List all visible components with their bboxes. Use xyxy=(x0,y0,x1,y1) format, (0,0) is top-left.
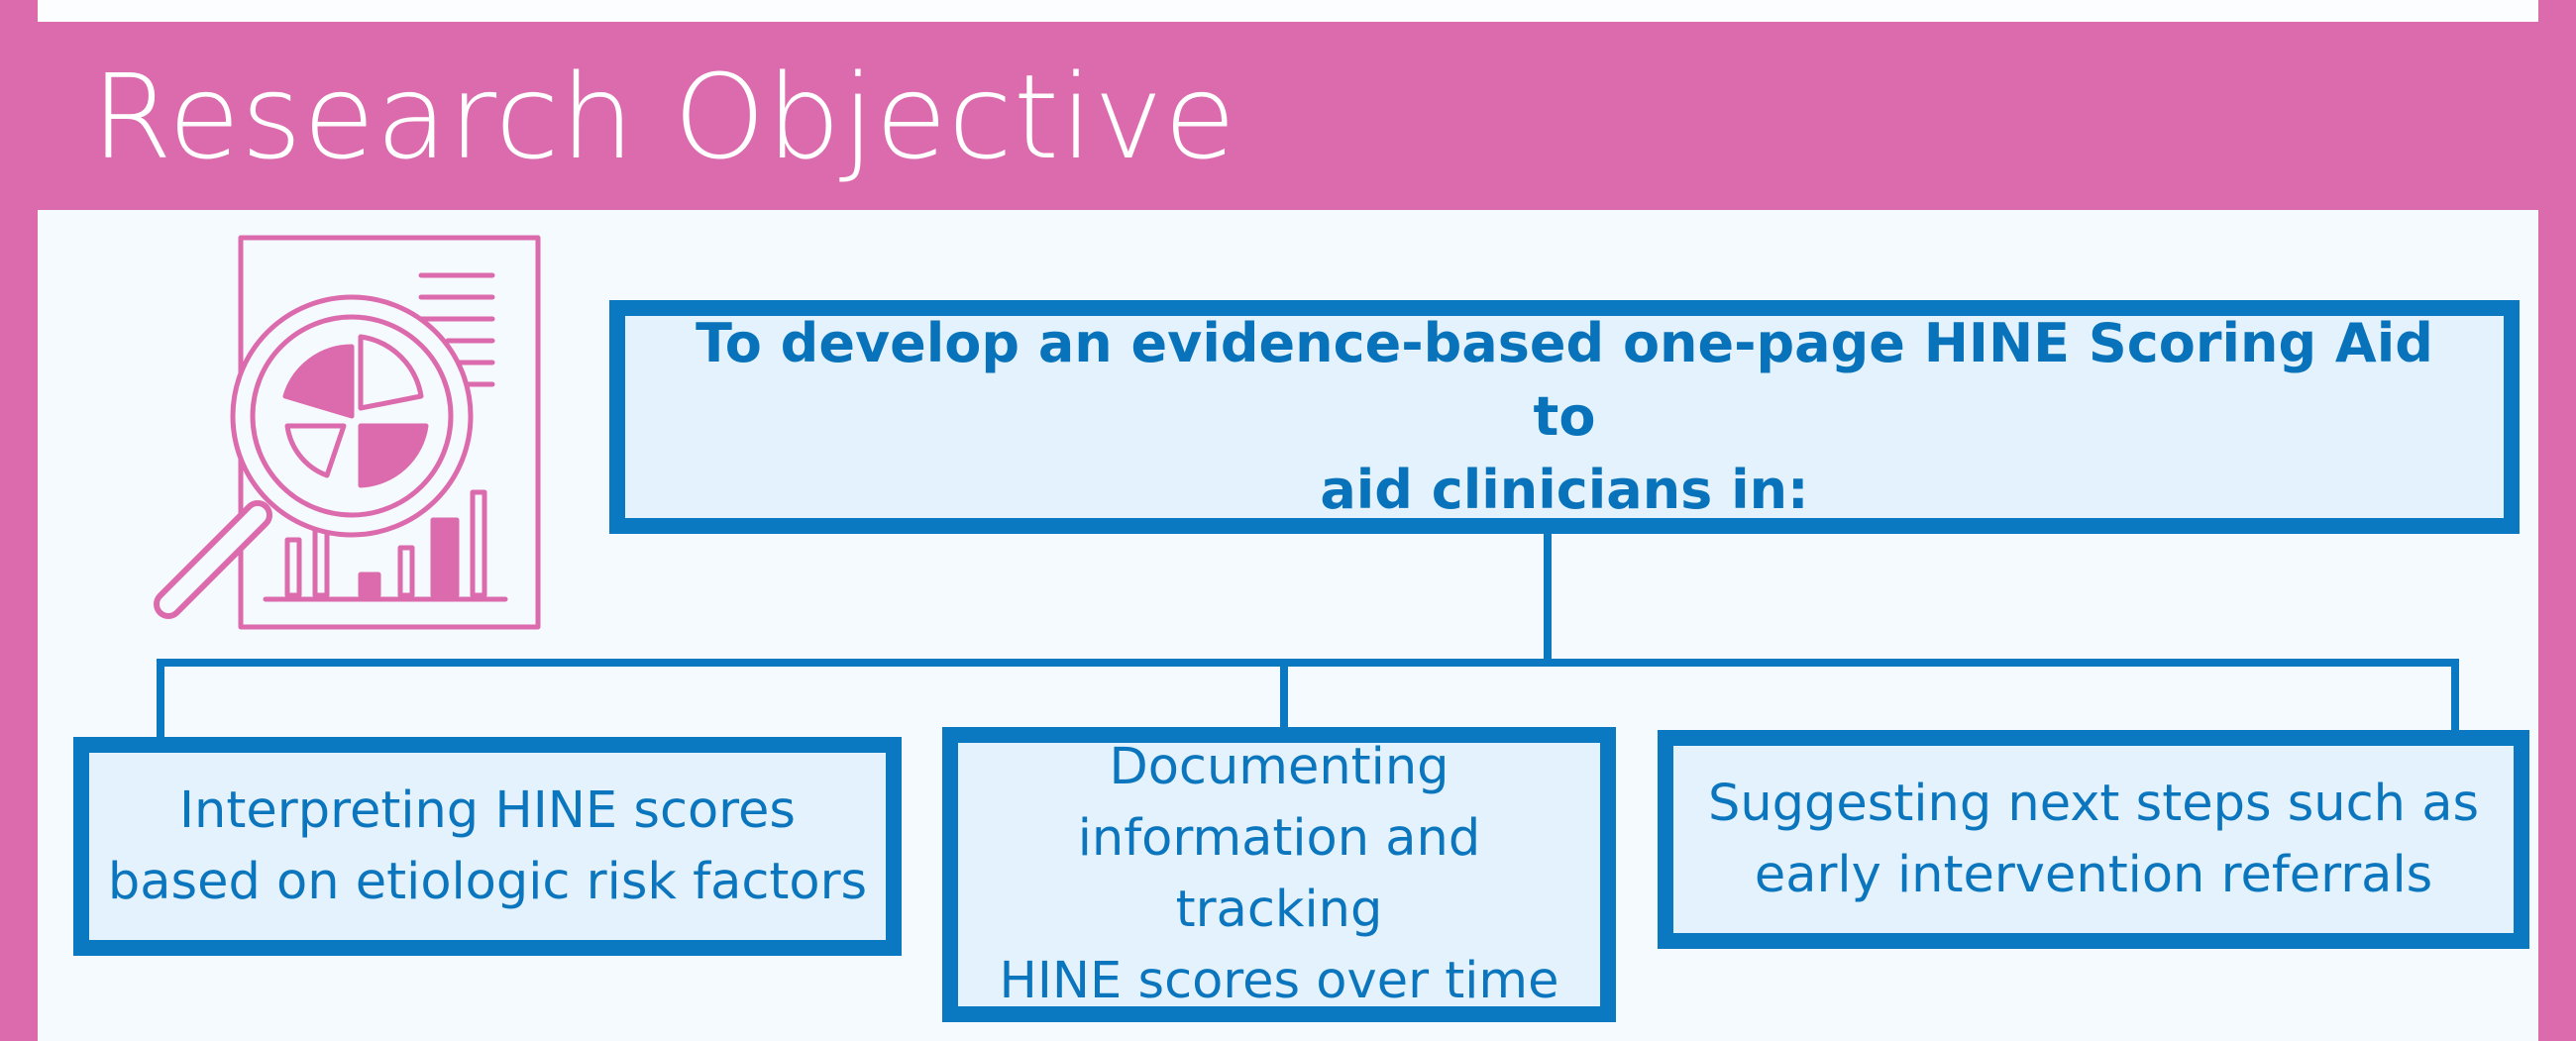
aim-2-line-1: Documenting xyxy=(1109,738,1449,796)
aim-box-documenting: Documenting information and tracking HIN… xyxy=(942,727,1616,1022)
objective-box: To develop an evidence-based one-page HI… xyxy=(609,300,2520,534)
aim-2-line-2: information and tracking xyxy=(1077,809,1481,939)
aim-3-line-1: Suggesting next steps such as xyxy=(1707,774,2480,833)
top-strip xyxy=(38,0,2538,22)
objective-line-1: To develop an evidence-based one-page HI… xyxy=(696,312,2433,448)
objective-line-2: aid clinicians in: xyxy=(1320,459,1809,521)
aim-2-line-3: HINE scores over time xyxy=(999,952,1559,1010)
aim-box-suggesting: Suggesting next steps such as early inte… xyxy=(1658,730,2529,949)
aim-1-line-2: based on etiologic risk factors xyxy=(107,852,868,911)
objective-text: To develop an evidence-based one-page HI… xyxy=(685,307,2444,527)
page-title: Research Objective xyxy=(91,49,1237,185)
aim-1-line-1: Interpreting HINE scores xyxy=(179,781,796,840)
aim-3-line-2: early intervention referrals xyxy=(1754,845,2433,904)
aim-box-interpreting: Interpreting HINE scores based on etiolo… xyxy=(73,737,902,956)
